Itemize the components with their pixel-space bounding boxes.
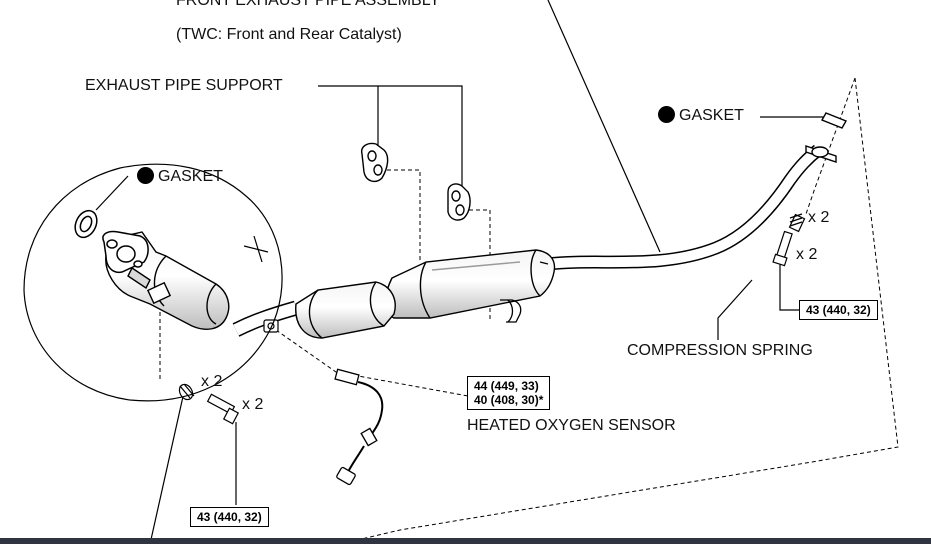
support-right [447, 183, 471, 221]
label-compression-spring: COMPRESSION SPRING [627, 342, 813, 359]
label-qty-bolt-front: x 2 [242, 396, 264, 413]
hanger-bracket [500, 299, 522, 323]
dash-rear-flange [805, 77, 856, 215]
torque-sensor-line2: 40 (408, 30)* [474, 393, 544, 407]
torque-front-bolt-text: 43 (440, 32) [197, 510, 262, 524]
bottom-edge-bar [0, 538, 931, 544]
label-front-exhaust-pipe-assembly: FRONT EXHAUST PIPE ASSEMBLY [176, 0, 441, 9]
leader-front-spring [149, 391, 185, 544]
oxygen-sensor-shape [334, 368, 384, 486]
label-qty-spring-rear: x 2 [808, 209, 830, 226]
bullet-dot-icon [137, 167, 154, 184]
gasket-front-text: GASKET [158, 168, 223, 185]
leader-gasket-front [95, 175, 129, 211]
rear-spring-bolt [772, 213, 806, 267]
label-gasket-rear: GASKET [658, 106, 744, 125]
hand-drawn-circle [23, 163, 283, 402]
front-gasket-shape [74, 209, 98, 239]
mid-catalyst [295, 281, 396, 339]
leader-lines [95, 0, 825, 544]
rear-catalyst [384, 249, 556, 319]
label-gasket-front: GASKET [137, 167, 223, 186]
leader-compression-spring [717, 279, 753, 340]
leader-exhaust-support-right [318, 85, 463, 188]
label-qty-bolt-rear: x 2 [796, 246, 818, 263]
rear-flange [805, 145, 837, 163]
label-twc-note: (TWC: Front and Rear Catalyst) [176, 26, 402, 43]
gasket-rear-text: GASKET [679, 107, 744, 124]
label-exhaust-pipe-support: EXHAUST PIPE SUPPORT [85, 77, 283, 94]
sensor-bung [263, 319, 279, 333]
front-flange [102, 230, 149, 274]
torque-box-oxygen-sensor: 44 (449, 33) 40 (408, 30)* [467, 376, 551, 410]
dash-oxygen-sensor [275, 329, 469, 397]
assembly-dashed-lines [159, 77, 899, 544]
torque-rear-bolt-text: 43 (440, 32) [806, 303, 871, 317]
bullet-dot-icon [658, 106, 675, 123]
support-left [361, 142, 389, 183]
front-exhaust-pipe [232, 144, 823, 337]
label-heated-oxygen-sensor: HEATED OXYGEN SENSOR [467, 417, 676, 434]
dash-support-right [462, 209, 491, 322]
leader-rear-bolt-torque [779, 264, 800, 311]
front-spring-bolt [178, 383, 240, 425]
dash-border-right [339, 77, 899, 544]
torque-box-rear-bolt: 43 (440, 32) [799, 300, 878, 320]
dash-support-left [380, 169, 421, 262]
torque-sensor-line1: 44 (449, 33) [474, 379, 539, 393]
leader-front-pipe-assembly [547, 0, 661, 253]
torque-box-front-bolt: 43 (440, 32) [190, 507, 269, 527]
rear-gasket-shape [820, 112, 848, 129]
label-qty-spring-front: x 2 [201, 373, 223, 390]
